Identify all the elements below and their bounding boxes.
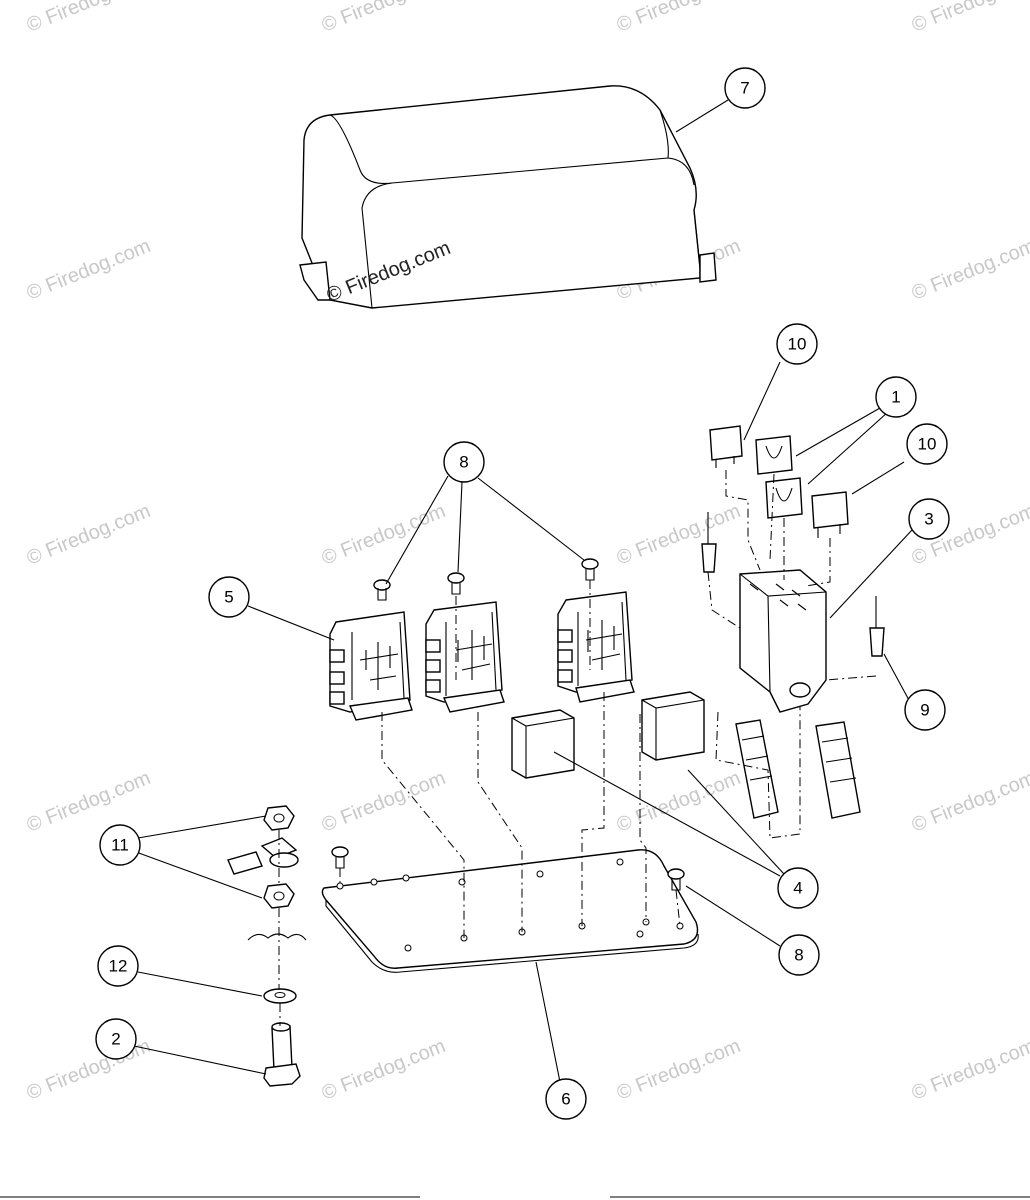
callout-number: 4	[793, 879, 802, 898]
assembly-lines	[278, 470, 877, 1026]
callout-7: 7	[724, 67, 766, 109]
rivet-right	[869, 596, 885, 657]
relay-socket-right	[557, 558, 635, 703]
callout-8-top: 8	[443, 441, 485, 483]
callout-1: 1	[875, 376, 917, 418]
watermark: © Firedog.com	[319, 767, 449, 837]
hex-nut-top	[263, 805, 295, 831]
watermark: © Firedog.com	[319, 0, 449, 37]
watermark: © Firedog.com	[909, 235, 1030, 305]
watermark: © Firedog.com	[24, 235, 154, 305]
callout-3: 3	[908, 498, 950, 540]
fuse-block	[739, 569, 827, 713]
watermark: © Firedog.com	[319, 500, 449, 570]
watermark: © Firedog.com	[614, 767, 744, 837]
relay-cube-left	[511, 709, 575, 779]
fuse-1-top	[755, 435, 793, 475]
watermark: © Firedog.com	[24, 0, 154, 37]
callout-6: 6	[545, 1078, 587, 1120]
callout-number: 8	[459, 453, 468, 472]
callout-number: 1	[891, 388, 900, 407]
watermark: © Firedog.com	[614, 1035, 744, 1105]
callout-number: 6	[561, 1090, 570, 1109]
callout-number: 8	[794, 946, 803, 965]
lock-washer	[247, 933, 307, 941]
callout-number: 5	[224, 588, 233, 607]
ring-terminals	[227, 837, 299, 875]
watermark: © Firedog.com	[24, 500, 154, 570]
rivet-plate-right	[667, 868, 685, 891]
fuse-10-top	[709, 425, 743, 468]
callout-10-top: 10	[776, 323, 818, 365]
callout-12: 12	[97, 945, 139, 987]
callout-11: 11	[99, 824, 141, 866]
callout-number: 10	[788, 335, 807, 354]
relay-socket-left	[329, 579, 413, 721]
fuse-10-bottom	[811, 491, 849, 538]
fuse-box-cover: © Firedog.com	[299, 85, 717, 309]
watermark: © Firedog.com	[909, 767, 1030, 837]
watermark: © Firedog.com	[319, 1035, 449, 1105]
flat-washer	[263, 988, 297, 1004]
callout-number: 7	[740, 79, 749, 98]
terminal-strip-2	[815, 721, 861, 819]
watermark: © Firedog.com	[909, 1035, 1030, 1105]
callout-number: 12	[109, 957, 128, 976]
watermark: © Firedog.com	[614, 500, 744, 570]
rivet-plate-left	[331, 846, 349, 869]
callout-number: 9	[920, 701, 929, 720]
callout-9: 9	[904, 689, 946, 731]
base-plate	[321, 849, 699, 973]
callout-5: 5	[208, 576, 250, 618]
terminal-strip-1	[735, 719, 779, 819]
rivet-left	[701, 512, 717, 573]
leader-lines	[133, 99, 913, 1083]
callout-2: 2	[95, 1018, 137, 1060]
callout-8-bottom: 8	[778, 934, 820, 976]
hex-nut-bottom	[263, 883, 295, 909]
watermark: © Firedog.com	[24, 767, 154, 837]
bolt	[263, 1022, 301, 1087]
callout-number: 10	[918, 435, 937, 454]
callout-4: 4	[777, 867, 819, 909]
watermark: © Firedog.com	[614, 0, 744, 37]
callout-number: 11	[111, 836, 129, 855]
watermark: © Firedog.com	[909, 0, 1030, 37]
callout-number: 2	[111, 1030, 120, 1049]
callout-10-bottom: 10	[906, 423, 948, 465]
relay-socket-middle	[425, 572, 505, 713]
callout-number: 3	[924, 510, 933, 529]
relay-cube-right	[641, 691, 705, 761]
fuse-1-bottom	[765, 477, 803, 519]
